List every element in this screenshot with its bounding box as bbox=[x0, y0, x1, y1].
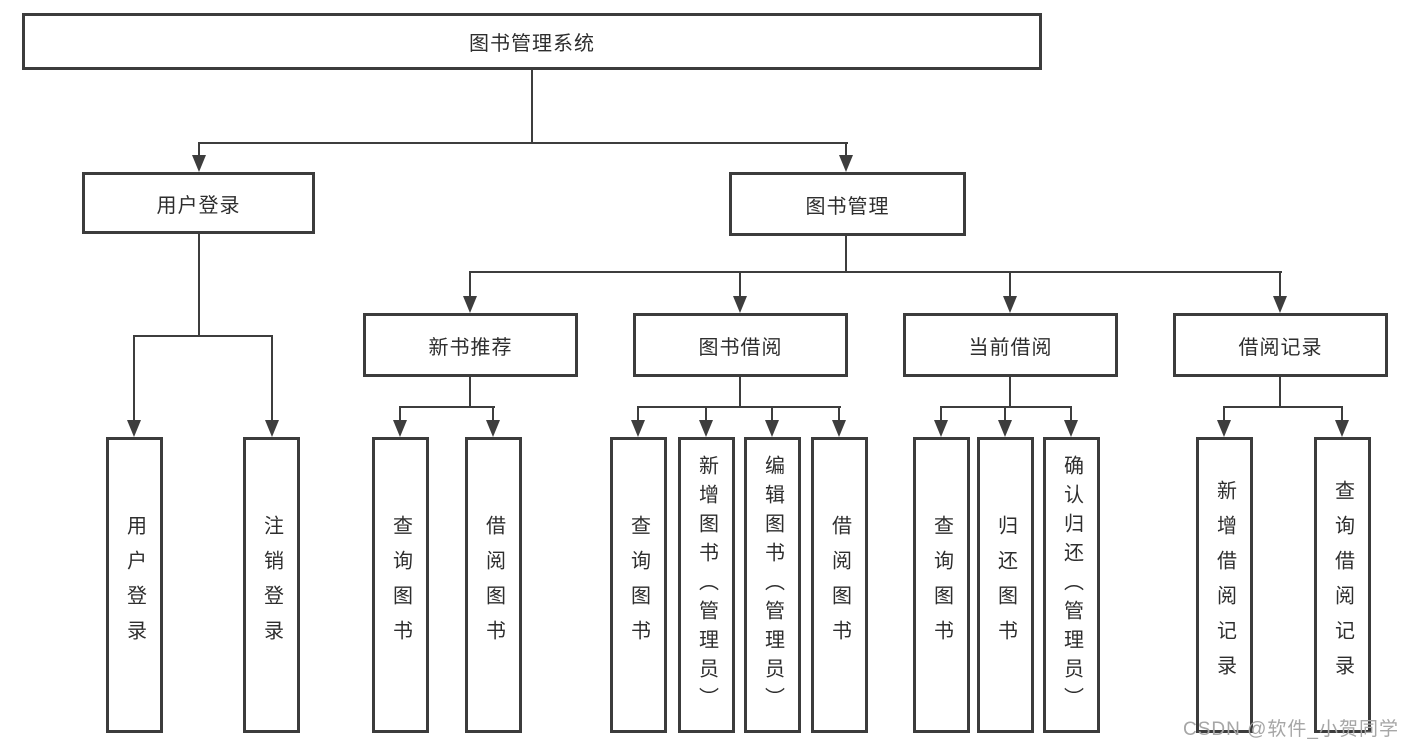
node-root: 图书管理系统 bbox=[22, 13, 1042, 70]
connector-stem bbox=[271, 335, 273, 422]
leaf-label: 查询借阅记录 bbox=[1331, 480, 1354, 690]
node-label: 当前借阅 bbox=[968, 336, 1053, 359]
connector-leaf-bus bbox=[1223, 406, 1343, 408]
connector-stem bbox=[1341, 406, 1343, 421]
arrowhead-down bbox=[733, 296, 747, 313]
leaf-label: 注销登录 bbox=[260, 515, 283, 655]
connector-root-trunk bbox=[531, 70, 533, 144]
csdn-watermark: CSDN @软件_小贺同学 bbox=[1183, 719, 1399, 740]
leaf-query-books-recommend: 查询图书 bbox=[372, 437, 429, 733]
arrowhead-down bbox=[631, 420, 645, 437]
connector-stem bbox=[198, 142, 200, 157]
leaf-label: 确认归还（管理员） bbox=[1060, 454, 1083, 716]
connector-stem bbox=[940, 406, 942, 421]
arrowhead-down bbox=[1003, 296, 1017, 313]
node-label: 图书管理系统 bbox=[469, 33, 595, 55]
connector-leaf-bus bbox=[637, 406, 841, 408]
leaf-label: 借阅图书 bbox=[828, 515, 851, 655]
connector-stem bbox=[739, 271, 741, 298]
leaf-label: 用户登录 bbox=[123, 515, 146, 655]
leaf-logout-login: 注销登录 bbox=[243, 437, 300, 733]
connector-leaf-bus bbox=[399, 406, 495, 408]
arrowhead-down bbox=[1217, 420, 1231, 437]
node-label: 新书推荐 bbox=[428, 336, 513, 359]
connector-stem bbox=[838, 406, 840, 421]
leaf-borrow-books: 借阅图书 bbox=[811, 437, 868, 733]
connector-book-management-trunk bbox=[845, 236, 847, 273]
leaf-user-login: 用户登录 bbox=[106, 437, 163, 733]
node-label: 图书管理 bbox=[805, 195, 890, 218]
arrowhead-down bbox=[839, 155, 853, 172]
node-current-borrow: 当前借阅 bbox=[903, 313, 1118, 377]
arrowhead-down bbox=[127, 420, 141, 437]
leaf-label: 借阅图书 bbox=[482, 515, 505, 655]
connector-stem bbox=[771, 406, 773, 421]
connector-stem bbox=[469, 271, 471, 298]
connector-stem bbox=[1279, 271, 1281, 298]
connector-user-login-trunk bbox=[198, 234, 200, 337]
connector-stem bbox=[133, 335, 135, 422]
node-new-book-recommend: 新书推荐 bbox=[363, 313, 578, 377]
arrowhead-down bbox=[265, 420, 279, 437]
leaf-label: 新增借阅记录 bbox=[1213, 480, 1236, 690]
node-book-management: 图书管理 bbox=[729, 172, 966, 236]
connector-stem bbox=[1223, 406, 1225, 421]
arrowhead-down bbox=[699, 420, 713, 437]
leaf-add-books-admin: 新增图书（管理员） bbox=[678, 437, 735, 733]
connector-stem bbox=[399, 406, 401, 421]
arrowhead-down bbox=[486, 420, 500, 437]
connector-stem bbox=[1070, 406, 1072, 421]
connector-stem bbox=[845, 142, 847, 157]
leaf-add-borrow-record: 新增借阅记录 bbox=[1196, 437, 1253, 733]
connector-trunk bbox=[739, 377, 741, 408]
connector-stem bbox=[637, 406, 639, 421]
arrowhead-down bbox=[463, 296, 477, 313]
connector-level2-bus bbox=[198, 142, 848, 144]
arrowhead-down bbox=[1064, 420, 1078, 437]
leaf-label: 查询图书 bbox=[389, 515, 412, 655]
connector-trunk bbox=[1279, 377, 1281, 408]
leaf-query-borrow-record: 查询借阅记录 bbox=[1314, 437, 1371, 733]
connector-trunk bbox=[1009, 377, 1011, 408]
arrowhead-down bbox=[998, 420, 1012, 437]
node-label: 用户登录 bbox=[156, 194, 241, 217]
node-label: 图书借阅 bbox=[698, 336, 783, 359]
leaf-query-books-borrow: 查询图书 bbox=[610, 437, 667, 733]
node-borrow-records: 借阅记录 bbox=[1173, 313, 1388, 377]
connector-trunk bbox=[469, 377, 471, 408]
leaf-label: 查询图书 bbox=[627, 515, 650, 655]
arrowhead-down bbox=[1273, 296, 1287, 313]
leaf-label: 归还图书 bbox=[994, 515, 1017, 655]
leaf-label: 编辑图书（管理员） bbox=[761, 454, 784, 716]
connector-stem bbox=[492, 406, 494, 421]
leaf-confirm-return-admin: 确认归还（管理员） bbox=[1043, 437, 1100, 733]
leaf-label: 新增图书（管理员） bbox=[695, 454, 718, 716]
node-book-borrow: 图书借阅 bbox=[633, 313, 848, 377]
arrowhead-down bbox=[765, 420, 779, 437]
connector-stem bbox=[1004, 406, 1006, 421]
leaf-query-books-current: 查询图书 bbox=[913, 437, 970, 733]
connector-stem bbox=[1009, 271, 1011, 298]
leaf-return-books: 归还图书 bbox=[977, 437, 1034, 733]
node-user-login: 用户登录 bbox=[82, 172, 315, 234]
arrowhead-down bbox=[393, 420, 407, 437]
connector-leaf-bus bbox=[940, 406, 1072, 408]
arrowhead-down bbox=[1335, 420, 1349, 437]
connector-user-login-bus bbox=[133, 335, 273, 337]
node-label: 借阅记录 bbox=[1238, 336, 1323, 359]
leaf-label: 查询图书 bbox=[930, 515, 953, 655]
leaf-borrow-books-recommend: 借阅图书 bbox=[465, 437, 522, 733]
connector-stem bbox=[705, 406, 707, 421]
connector-level3-bus bbox=[469, 271, 1282, 273]
arrowhead-down bbox=[192, 155, 206, 172]
leaf-edit-books-admin: 编辑图书（管理员） bbox=[744, 437, 801, 733]
arrowhead-down bbox=[934, 420, 948, 437]
arrowhead-down bbox=[832, 420, 846, 437]
